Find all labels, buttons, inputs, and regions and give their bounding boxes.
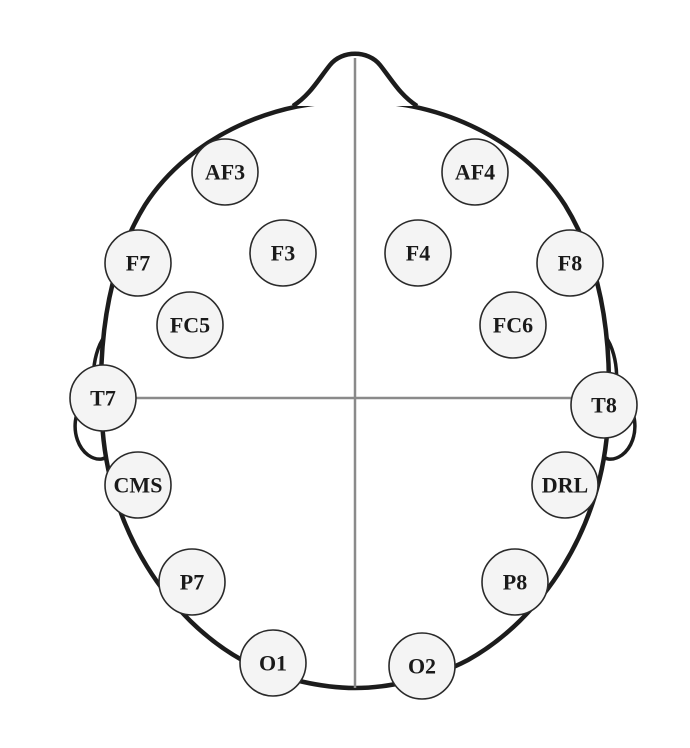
electrode-label: F8 [558, 251, 582, 276]
electrode-af3: AF3 [191, 138, 259, 206]
electrode-fc5: FC5 [156, 291, 224, 359]
electrode-circle [388, 632, 456, 700]
electrode-t8: T8 [570, 371, 638, 439]
electrode-circle [156, 291, 224, 359]
electrode-circle [239, 629, 307, 697]
electrode-circle [536, 229, 604, 297]
electrode-circle [69, 364, 137, 432]
electrode-circle [531, 451, 599, 519]
electrode-circle [158, 548, 226, 616]
electrode-label: DRL [542, 473, 588, 498]
electrode-circle [441, 138, 509, 206]
electrode-circle [191, 138, 259, 206]
electrode-label: FC5 [170, 313, 210, 338]
electrode-p8: P8 [481, 548, 549, 616]
electrode-circle [570, 371, 638, 439]
electrode-label: AF4 [455, 160, 495, 185]
electrode-label: AF3 [205, 160, 245, 185]
electrode-circle [104, 229, 172, 297]
electrode-p7: P7 [158, 548, 226, 616]
electrode-o2: O2 [388, 632, 456, 700]
electrode-label: T7 [90, 386, 116, 411]
electrode-label: P8 [503, 570, 527, 595]
electrode-cms: CMS [104, 451, 172, 519]
electrode-label: F4 [406, 241, 430, 266]
electrode-label: F3 [271, 241, 295, 266]
electrode-label: O1 [259, 651, 287, 676]
electrode-t7: T7 [69, 364, 137, 432]
electrode-label: CMS [114, 473, 163, 498]
electrode-af4: AF4 [441, 138, 509, 206]
electrode-label: F7 [126, 251, 150, 276]
electrode-f7: F7 [104, 229, 172, 297]
electrode-label: O2 [408, 654, 436, 679]
electrode-label: T8 [591, 393, 617, 418]
electrode-circle [249, 219, 317, 287]
electrode-f3: F3 [249, 219, 317, 287]
electrode-circle [384, 219, 452, 287]
electrode-circle [481, 548, 549, 616]
electrode-f4: F4 [384, 219, 452, 287]
electrode-circle [104, 451, 172, 519]
electrode-o1: O1 [239, 629, 307, 697]
electrode-f8: F8 [536, 229, 604, 297]
electrode-circle [479, 291, 547, 359]
electrode-label: P7 [180, 570, 204, 595]
electrode-label: FC6 [493, 313, 533, 338]
electrode-drl: DRL [531, 451, 599, 519]
electrode-fc6: FC6 [479, 291, 547, 359]
